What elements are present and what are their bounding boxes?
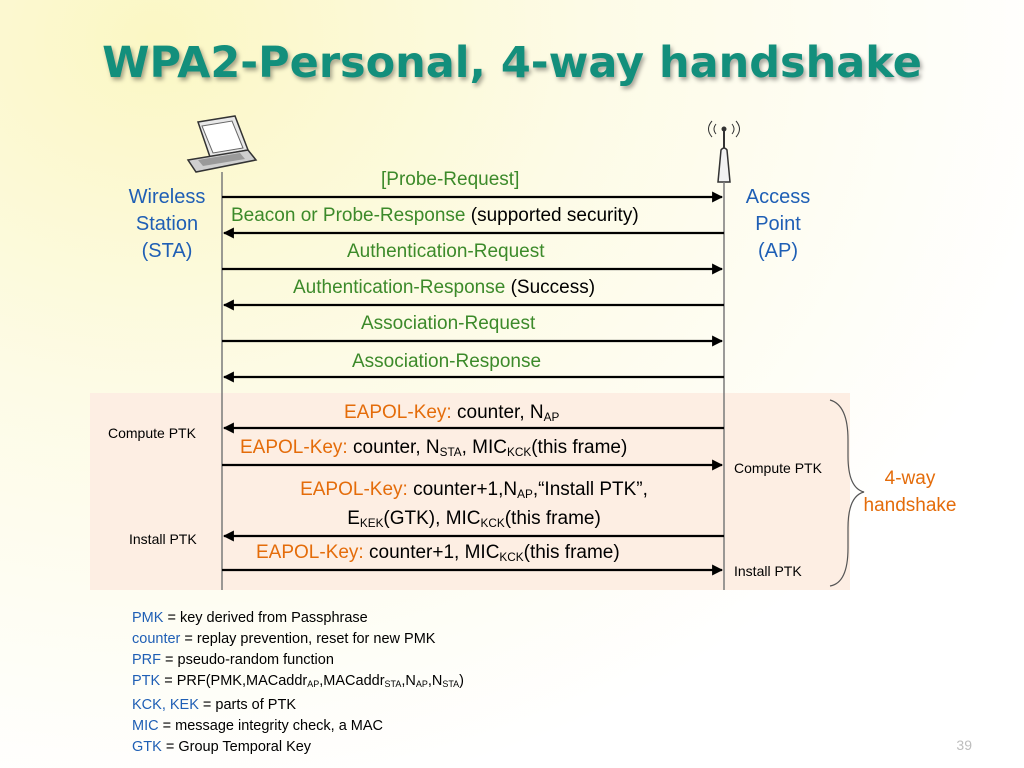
antenna-icon: [708, 120, 740, 183]
legend-gtk: GTK = Group Temporal Key: [132, 739, 312, 756]
legend-ptk: PTK = PRF(PMK,MACaddrAP,MACaddrSTA,NAP,N…: [132, 673, 464, 690]
legend-pmk: PMK = key derived from Passphrase: [132, 610, 368, 626]
ap-compute-ptk: Compute PTK: [734, 460, 822, 476]
eapol-msg-2: EAPOL-Key: counter, NSTA, MICKCK(this fr…: [240, 437, 628, 459]
sta-label: Wireless Station (STA): [128, 186, 206, 262]
legend-prf: PRF = pseudo-random function: [132, 652, 334, 668]
sta-install-ptk: Install PTK: [129, 531, 197, 547]
msg-auth-response: Authentication-Response (Success): [293, 277, 596, 298]
page-number: 39: [956, 737, 972, 753]
msg-assoc-request: Association-Request: [361, 313, 536, 334]
legend-mic: MIC = message integrity check, a MAC: [132, 718, 384, 735]
laptop-icon: [186, 115, 258, 173]
msg-auth-request: Authentication-Request: [347, 241, 545, 262]
ap-label: Access Point (AP): [745, 186, 811, 262]
page-title: WPA2-Personal, 4-way handshake: [102, 38, 922, 88]
legend-kck-kek: KCK, KEK = parts of PTK: [132, 697, 297, 714]
eapol-msg-1: EAPOL-Key: counter, NAP: [344, 402, 560, 424]
sta-compute-ptk: Compute PTK: [108, 425, 196, 441]
eapol-msg-4: EAPOL-Key: counter+1, MICKCK(this frame): [256, 542, 620, 564]
handshake-label: 4-way handshake: [863, 468, 957, 516]
handshake-brace: [829, 399, 865, 587]
legend: PMK = key derived from Passphrase counte…: [132, 608, 464, 758]
ap-install-ptk: Install PTK: [734, 563, 802, 579]
msg-probe-request: [Probe-Request]: [381, 169, 520, 190]
msg-assoc-response: Association-Response: [352, 351, 542, 372]
msg-probe-response: Beacon or Probe-Response (supported secu…: [231, 205, 639, 226]
eapol-msg-3: EAPOL-Key: counter+1,NAP,“Install PTK”, …: [300, 479, 648, 530]
legend-counter: counter = replay prevention, reset for n…: [132, 631, 436, 647]
